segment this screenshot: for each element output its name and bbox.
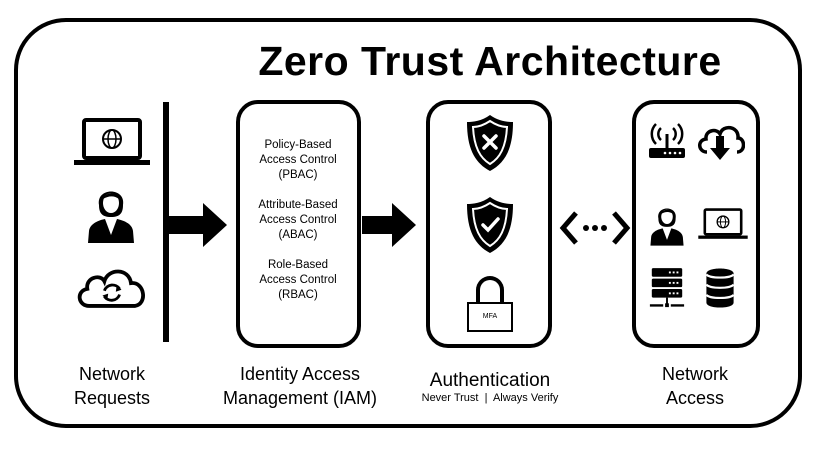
label-line: Requests <box>73 388 151 408</box>
label-line: Network <box>661 364 728 384</box>
mfa-text: MFA <box>467 302 513 332</box>
label-line: Management (IAM) <box>222 388 378 408</box>
network-access-box <box>632 100 760 348</box>
label-line: Access <box>665 388 725 408</box>
network-requests-label: Network Requests <box>52 362 172 410</box>
authentication-label: Authentication <box>429 370 551 391</box>
item-line: Access Control <box>259 154 337 166</box>
gateway-divider <box>163 102 169 342</box>
rbac-item: Role-Based Access Control (RBAC) <box>240 258 356 303</box>
network-access-label: Network Access <box>635 362 755 410</box>
laptop-globe-icon <box>72 118 152 168</box>
arrow-right-icon <box>362 203 416 247</box>
authentication-subtitle: Never Trust | Always Verify <box>421 392 559 404</box>
authentication-box <box>426 100 552 348</box>
arrow-right-icon <box>169 203 227 247</box>
item-line: Access Control <box>259 214 337 226</box>
diagram-title: Zero Trust Architecture <box>258 38 722 84</box>
diagram-frame <box>14 18 802 428</box>
database-icon <box>703 266 737 310</box>
item-line: (ABAC) <box>278 229 318 241</box>
label-line: Identity Access <box>239 364 361 384</box>
label-line: Network <box>78 364 145 384</box>
iam-label: Identity Access Management (IAM) <box>210 362 390 410</box>
pbac-item: Policy-Based Access Control (PBAC) <box>240 138 356 183</box>
bidirectional-connection-icon <box>559 211 631 245</box>
item-line: Access Control <box>259 274 337 286</box>
laptop-globe-icon <box>697 208 749 241</box>
padlock-icon: MFA <box>467 276 513 336</box>
server-icon <box>648 266 686 314</box>
iam-items: Policy-Based Access Control (PBAC) Attri… <box>240 138 356 303</box>
user-headset-icon <box>86 183 136 243</box>
user-icon <box>649 202 685 246</box>
cloud-download-icon <box>695 122 745 162</box>
abac-item: Attribute-Based Access Control (ABAC) <box>240 198 356 243</box>
item-line: (PBAC) <box>278 169 318 181</box>
shield-x-icon <box>465 113 515 173</box>
item-line: Policy-Based <box>264 139 332 151</box>
item-line: Attribute-Based <box>258 199 338 211</box>
item-line: (RBAC) <box>278 289 318 301</box>
shield-check-icon <box>465 195 515 255</box>
item-line: Role-Based <box>267 259 329 271</box>
router-icon <box>647 122 687 162</box>
cloud-sync-icon <box>74 262 150 310</box>
iam-box <box>236 100 361 348</box>
